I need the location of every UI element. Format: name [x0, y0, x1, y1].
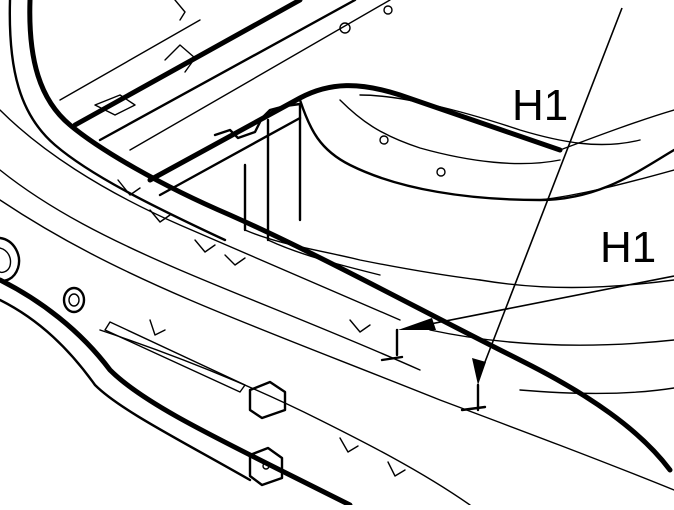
upper-member-3 [94, 94, 136, 116]
spare-well-rim [298, 98, 674, 202]
leader-line-1 [477, 7, 623, 381]
callout-label: H1 [512, 81, 569, 130]
trunk-floor-edge-2 [158, 116, 302, 197]
hem-mark [387, 461, 406, 477]
bracket-lower-2 [267, 239, 381, 276]
spare-well-rim-2 [339, 99, 561, 165]
right-panel-line-2 [539, 169, 674, 201]
callout-label: H1 [600, 223, 657, 272]
oval-hole-inner [68, 293, 80, 307]
rear-rail-top [72, 0, 303, 128]
upper-member-2 [164, 44, 196, 73]
floor-hole [436, 167, 446, 177]
lower-tab-hole [262, 462, 270, 470]
bracket-plate [243, 103, 302, 242]
lower-sill-flange [0, 277, 353, 508]
floor-hole [339, 22, 351, 34]
rear-rail-top-4 [59, 19, 201, 101]
lower-tab-2 [248, 446, 284, 487]
quarter-panel-edge [27, 0, 673, 473]
hem-mark [194, 239, 216, 253]
bracket-top-tab [213, 102, 302, 140]
right-panel-line-3 [479, 279, 674, 289]
floor-hole [379, 135, 389, 145]
round-boss [0, 236, 21, 282]
hem-mark [149, 209, 171, 223]
oval-hole [62, 286, 86, 314]
lower-tab [248, 380, 287, 420]
upper-member [174, 0, 186, 21]
lower-slot [104, 321, 246, 393]
hem-mark [149, 319, 166, 336]
floor-hole [383, 5, 393, 15]
spare-well-rim-3 [359, 94, 641, 146]
sill-step [99, 329, 471, 506]
leader-arrow-1 [472, 358, 486, 385]
round-boss-inner [0, 247, 12, 274]
lower-sill-inner [0, 298, 252, 482]
quarter-panel-contour-2 [0, 169, 421, 371]
rear-rail-top-2 [98, 0, 357, 142]
hem-mark [349, 319, 371, 333]
quarter-panel-contour-3 [0, 199, 674, 491]
hem-mark [117, 179, 141, 196]
right-panel-line [559, 109, 674, 151]
hem-mark [339, 437, 359, 453]
hem-mark [224, 254, 246, 266]
right-panel-line-5 [519, 387, 674, 395]
quarter-panel-contour [0, 109, 401, 321]
rear-rail-top-3 [129, 0, 391, 151]
trunk-floor-edge [147, 83, 563, 183]
leader-arrow-2 [398, 318, 436, 330]
right-panel-line-4 [429, 329, 674, 346]
bracket-lower [244, 229, 481, 281]
quarter-panel-inner-edge [8, 0, 227, 242]
leader-line-2 [409, 275, 674, 329]
weld-slot-2 [460, 405, 487, 412]
weld-slot-1 [380, 355, 404, 362]
